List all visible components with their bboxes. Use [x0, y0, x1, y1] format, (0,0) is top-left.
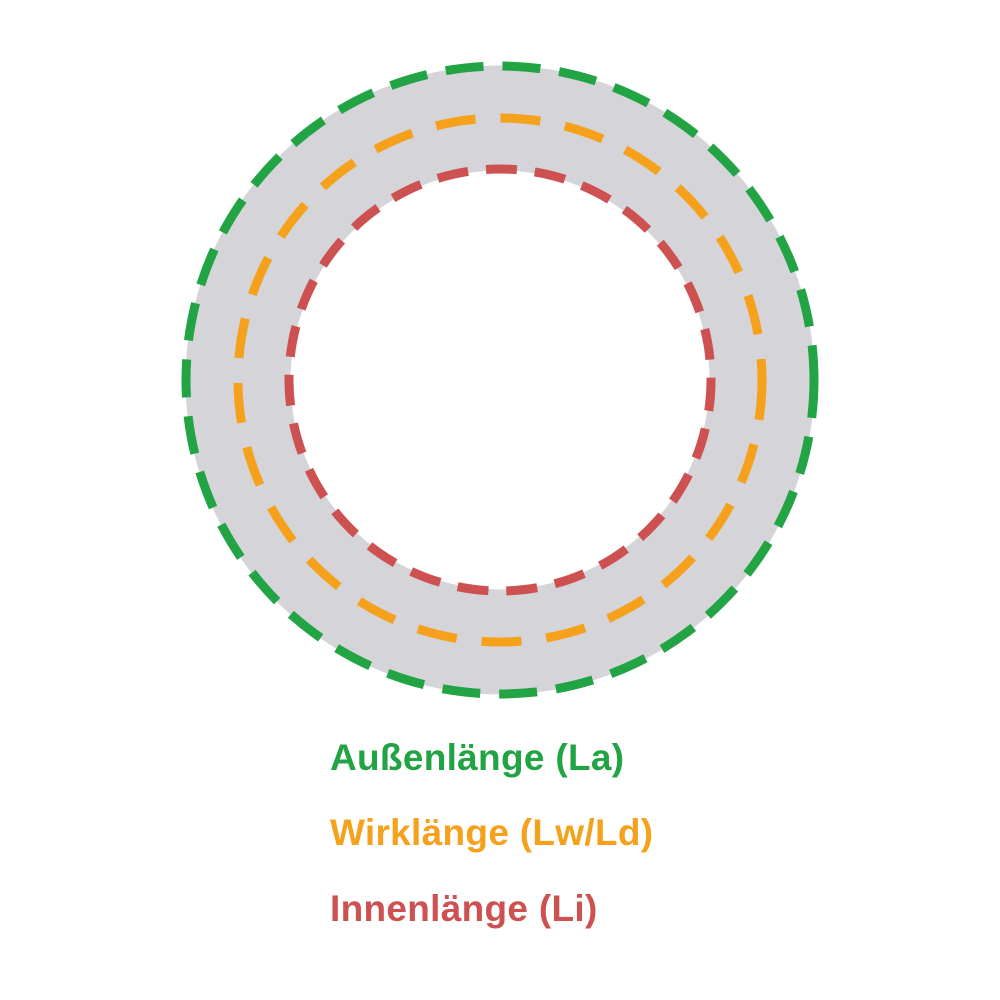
- inner-length-circle: [284, 164, 716, 596]
- effective-length-circle: [233, 113, 767, 647]
- legend-effective-length-label: Wirklänge (Lw/Ld): [330, 812, 654, 854]
- v-belt-diagram: [181, 61, 819, 699]
- legend: Außenlänge (La) Wirklänge (Lw/Ld) Innenl…: [330, 736, 653, 931]
- legend-inner-length-label: Innenlänge (Li): [330, 887, 598, 929]
- legend-outer-length-label: Außenlänge (La): [330, 737, 625, 778]
- outer-length-circle: [181, 61, 819, 699]
